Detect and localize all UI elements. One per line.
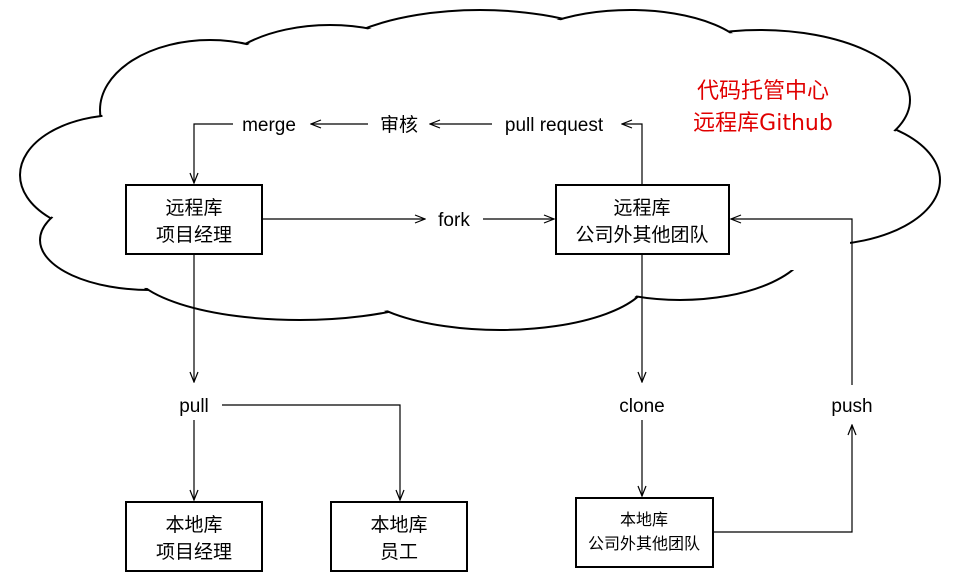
cloud-title-line1: 代码托管中心 — [697, 79, 829, 104]
local-team-line1: 本地库 — [620, 510, 668, 529]
pull-to-local-staff — [222, 404, 400, 500]
local-staff-line2: 员工 — [380, 541, 418, 563]
merge-to-remote-pm — [194, 123, 233, 183]
cloud-title-line2: 远程库Github — [693, 111, 833, 136]
cloud-shape — [19, 9, 941, 331]
remote-pm-node: 远程库 项目经理 — [125, 184, 263, 255]
local-team-line2: 公司外其他团队 — [588, 534, 700, 553]
remote-team-node: 远程库 公司外其他团队 — [555, 184, 730, 255]
remote-pm-line2: 项目经理 — [156, 224, 232, 246]
connectors — [194, 123, 853, 533]
local-pm-node: 本地库 项目经理 — [125, 501, 263, 572]
local-team-to-push — [713, 425, 852, 533]
remote-pm-line1: 远程库 — [165, 197, 222, 219]
pull-request-label: pull request — [505, 115, 604, 136]
review-label: 审核 — [380, 114, 418, 136]
local-staff-line1: 本地库 — [370, 514, 427, 536]
fork-label: fork — [438, 210, 470, 231]
remote-team-line1: 远程库 — [613, 197, 670, 219]
merge-label: merge — [242, 115, 296, 136]
local-pm-line2: 项目经理 — [156, 541, 232, 563]
push-to-remote-team — [731, 219, 853, 385]
pull-request-connector — [622, 124, 643, 185]
clone-label: clone — [619, 396, 664, 417]
push-label: push — [831, 396, 872, 417]
local-pm-line1: 本地库 — [165, 514, 222, 536]
local-team-node: 本地库 公司外其他团队 — [575, 497, 714, 568]
local-staff-node: 本地库 员工 — [330, 501, 468, 572]
pull-label: pull — [179, 396, 209, 417]
remote-team-line2: 公司外其他团队 — [575, 224, 708, 246]
